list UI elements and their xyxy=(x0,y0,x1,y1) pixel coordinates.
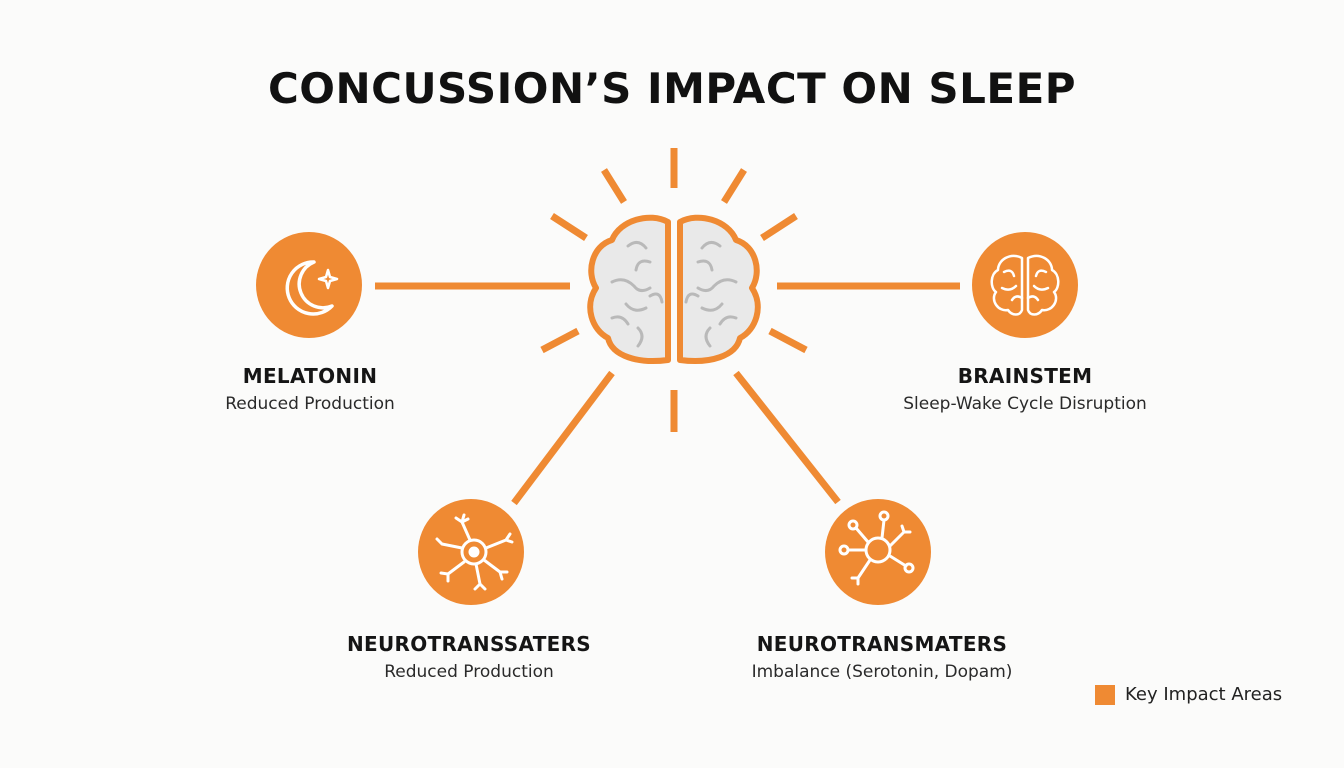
legend-swatch xyxy=(1095,684,1115,705)
node-brainstem-circle xyxy=(972,232,1078,338)
neuron-icon xyxy=(435,513,514,591)
label-brainstem: BRAINSTEM Sleep-Wake Cycle Disruption xyxy=(845,364,1205,414)
central-brain-icon xyxy=(587,214,761,364)
label-neurotransmaters: NEUROTRANSMATERS Imbalance (Serotonin, D… xyxy=(702,632,1062,682)
node-name: MELATONIN xyxy=(242,364,378,388)
node-description: Reduced Production xyxy=(384,662,554,682)
connector-neurotransmaters xyxy=(733,370,841,505)
node-neurotransmaters-circle xyxy=(825,499,931,605)
node-melatonin-circle xyxy=(256,232,362,338)
node-name: BRAINSTEM xyxy=(957,364,1093,388)
legend: Key Impact Areas xyxy=(1095,684,1282,705)
label-melatonin: MELATONIN Reduced Production xyxy=(130,364,490,414)
node-name: NEUROTRANSMATERS xyxy=(756,632,1008,656)
neuron-icon xyxy=(838,510,915,586)
node-description: Imbalance (Serotonin, Dopam) xyxy=(751,662,1013,682)
page-title: CONCUSSION’S IMPACT ON SLEEP xyxy=(267,64,1077,113)
connector-neurotranssaters xyxy=(511,370,615,506)
connector-lines xyxy=(375,282,960,506)
node-description: Sleep-Wake Cycle Disruption xyxy=(903,394,1147,414)
node-description: Reduced Production xyxy=(225,394,395,414)
moon-star-icon xyxy=(285,260,339,316)
impact-rays xyxy=(540,148,808,432)
legend-label: Key Impact Areas xyxy=(1125,684,1283,705)
node-name: NEUROTRANSSATERS xyxy=(346,632,592,656)
brain-icon xyxy=(990,254,1060,316)
label-neurotranssaters: NEUROTRANSSATERS Reduced Production xyxy=(289,632,649,682)
node-neurotranssaters-circle xyxy=(418,499,524,605)
